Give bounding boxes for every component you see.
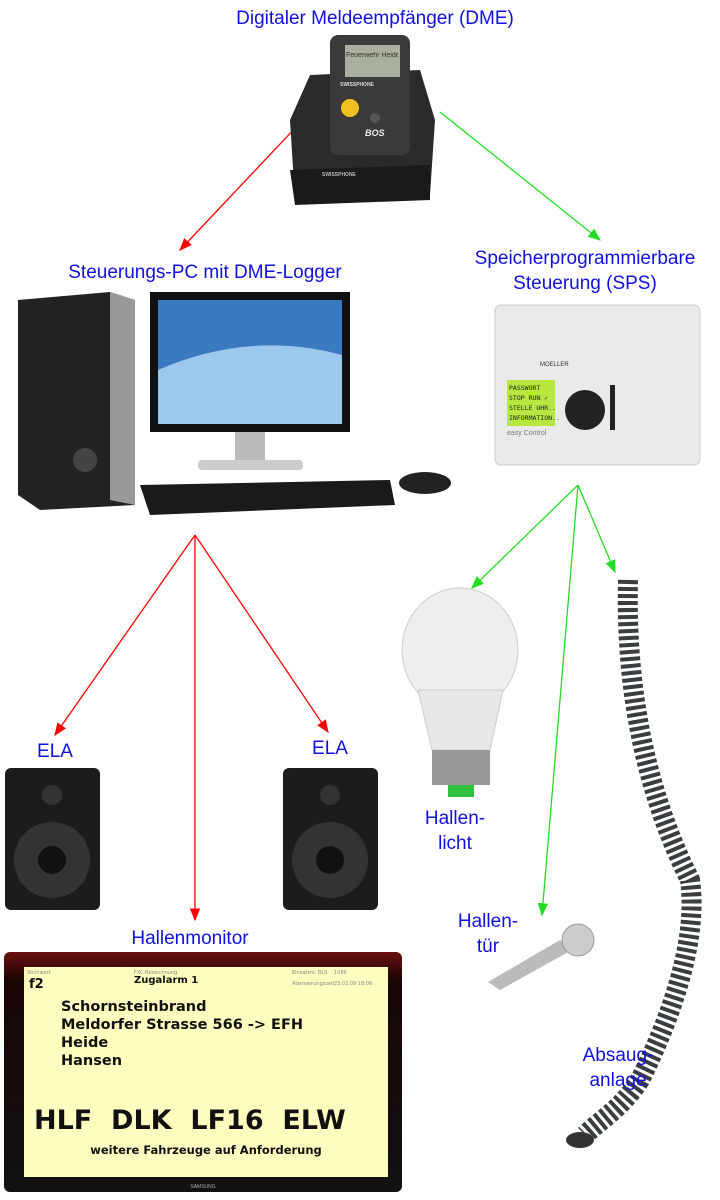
label-absaug-line1: Absaug- <box>582 1045 654 1066</box>
einsatznr-value: 1086 <box>334 970 347 976</box>
label-pc: Steuerungs-PC mit DME-Logger <box>68 262 342 283</box>
dme-cradle-brand: SWISSPHONE <box>322 172 356 178</box>
label-sps-line2: Steuerung (SPS) <box>513 273 657 294</box>
sps-display: PASSWORT STOP RUN ✓ STELLE UHR.. INFORMA… <box>509 383 560 423</box>
label-hallenlicht: Hallen-licht <box>405 806 505 856</box>
sps-product: easy Control <box>507 430 547 437</box>
monitor-line: Meldorfer Strasse 566 -> EFH <box>61 1017 303 1033</box>
dme-brand: SWISSPHONE <box>340 82 374 88</box>
arrow-sps-to-light <box>471 484 579 589</box>
label-hallenmonitor: Hallenmonitor <box>131 928 249 949</box>
monitor-footer: weitere Fahrzeuge auf Anforderung <box>90 1143 322 1157</box>
einsatznr-label: Einsatznr. BLS <box>292 970 328 976</box>
bezeichnung-label: FXC-Bezeichnung <box>134 970 178 976</box>
bezeichnung-value: Zugalarm 1 <box>134 975 199 986</box>
pc-image <box>18 292 451 515</box>
sps-brand: MOELLER <box>540 362 569 368</box>
label-tuer-line1: Hallen- <box>457 911 519 932</box>
monitor-brand: SAMSUNG <box>190 1184 216 1190</box>
speaker-right-image <box>283 768 378 910</box>
arrow-pc-to-ela-left <box>54 534 196 737</box>
sps-display-line: STOP RUN ✓ <box>509 394 549 402</box>
sps-display-line: STELLE UHR.. <box>509 404 556 412</box>
arrow-sps-to-door <box>537 484 579 917</box>
vehicles: HLF DLK LF16 ELW <box>34 1105 346 1136</box>
stichwort-value: f2 <box>29 977 44 992</box>
label-ela-right: ELA <box>312 738 348 759</box>
dme-pager-image <box>290 35 435 205</box>
hallenmonitor-screen: Stichwort f2 FXC-Bezeichnung Zugalarm 1 … <box>4 952 402 1192</box>
arrow-pc-to-ela-right <box>194 534 329 734</box>
monitor-line: Heide <box>61 1035 109 1051</box>
label-dme: Digitaler Meldeempfänger (DME) <box>236 8 514 29</box>
monitor-line: Schornsteinbrand <box>61 999 207 1015</box>
light-bulb-image <box>401 587 519 797</box>
exhaust-hose-image <box>577 579 702 1143</box>
label-tuer-line2: tür <box>476 936 500 957</box>
dme-display-text: Feuerwehr Heide <box>346 52 398 59</box>
monitor-line: Hansen <box>61 1053 123 1069</box>
label-absaug-line2: anlage <box>589 1070 647 1091</box>
stichwort-label: Stichwort <box>27 970 51 976</box>
alarmzeit-label: Alarmierungszeit <box>292 981 335 987</box>
label-sps-line1: Speicherprogrammierbare <box>474 248 696 269</box>
arrow-dme-to-sps <box>439 111 602 241</box>
speaker-left-image <box>5 768 100 910</box>
dme-model: BOS <box>365 128 385 138</box>
alarmzeit-value: 23.02.09 18:06 <box>334 981 373 987</box>
label-ela-left: ELA <box>37 741 73 762</box>
arrow-dme-to-pc <box>179 124 299 251</box>
sps-image <box>494 304 701 466</box>
label-licht-line2: licht <box>438 833 472 854</box>
arrow-sps-to-exhaust <box>577 484 616 574</box>
key-image <box>488 923 595 990</box>
sps-display-line: INFORMATION.. <box>509 414 560 422</box>
label-hallentuer: Hallen-tür <box>438 909 538 959</box>
label-licht-line1: Hallen- <box>424 808 486 829</box>
label-absauganlage: Absaug-anlage <box>568 1043 668 1093</box>
sps-display-line: PASSWORT <box>509 384 541 392</box>
